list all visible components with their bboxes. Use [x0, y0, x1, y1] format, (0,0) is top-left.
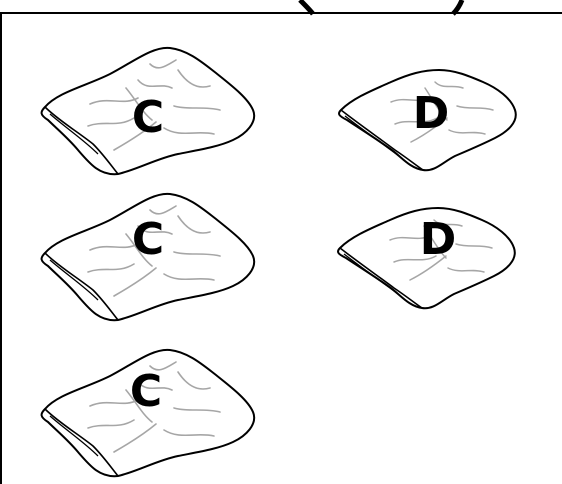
top-bracket-right: [453, 0, 462, 14]
leaf-label: D: [413, 88, 450, 139]
leaf-label: C: [132, 92, 164, 143]
leaf-item: C: [42, 48, 255, 174]
leaf-item: C: [42, 350, 255, 476]
top-bracket-left: [300, 0, 313, 14]
leaf-label: C: [130, 366, 162, 417]
leaf-label: D: [420, 214, 457, 265]
leaf-item: C: [42, 194, 255, 320]
leaf-item: D: [338, 208, 515, 308]
leaf-label: C: [132, 214, 164, 265]
leaf-item: D: [339, 70, 516, 170]
